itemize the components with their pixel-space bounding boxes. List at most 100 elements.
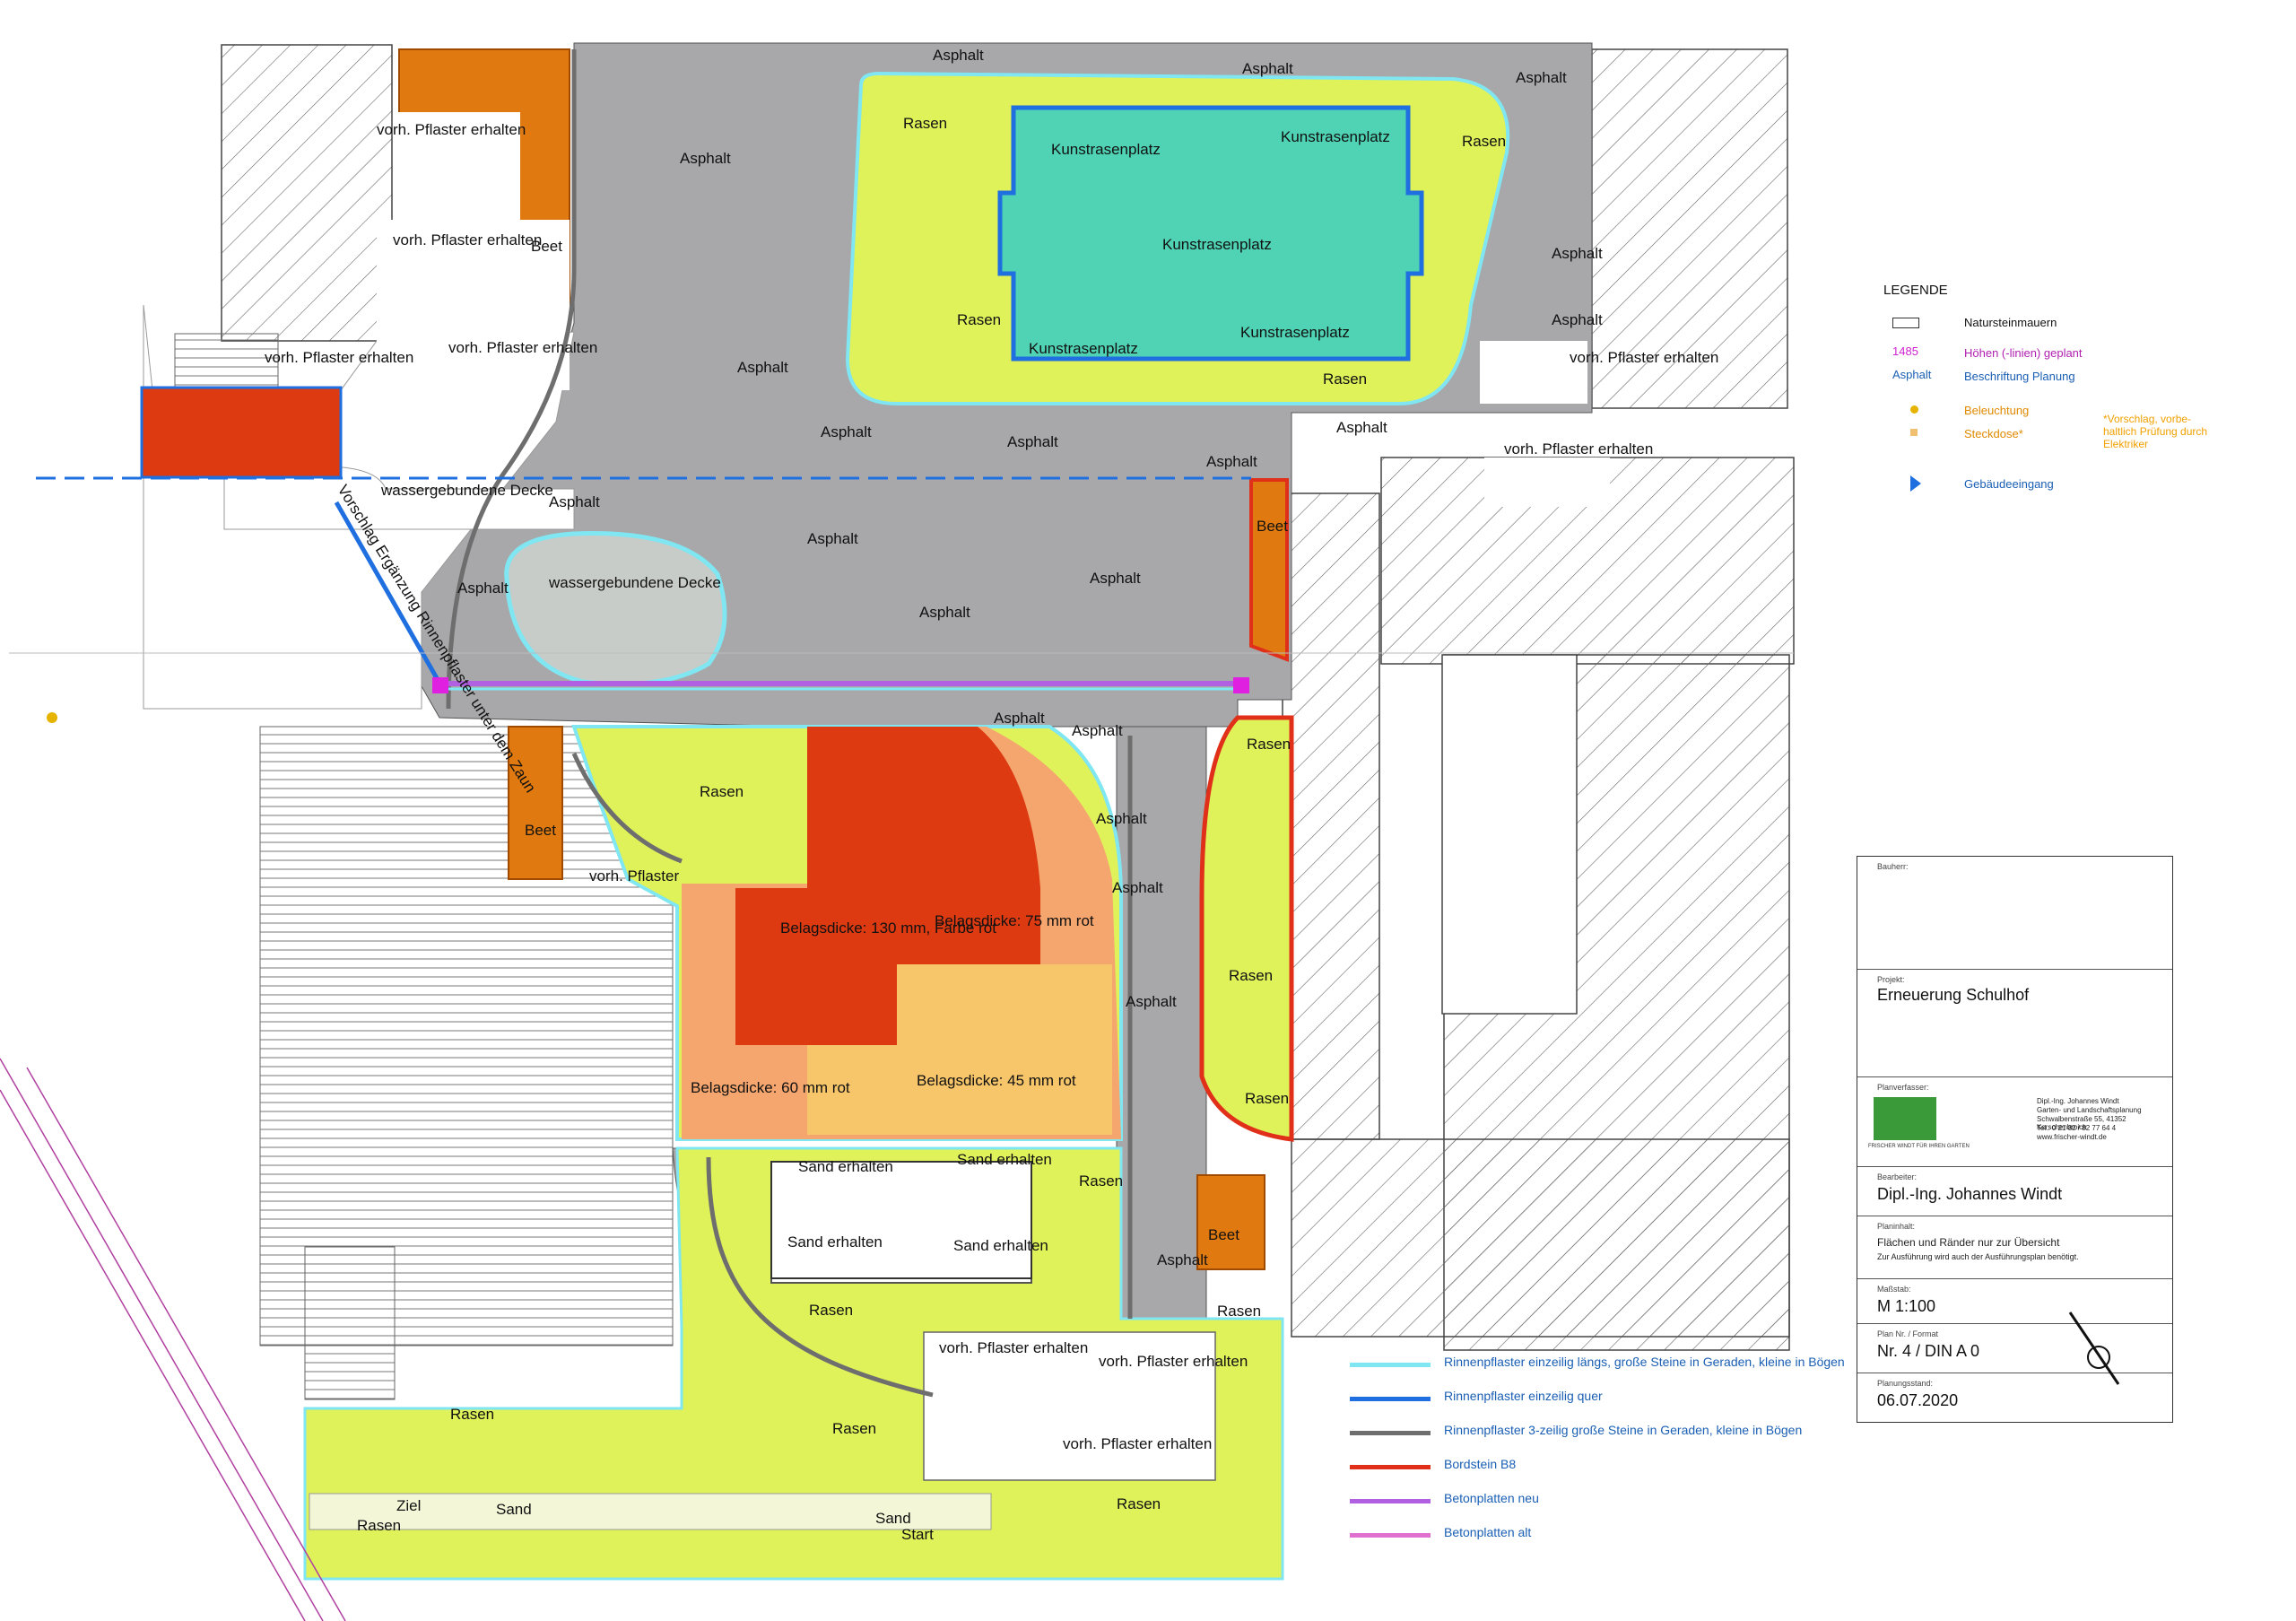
legend-row-label: Asphalt Beschriftung Planung <box>1883 366 2224 389</box>
firm-logo <box>1874 1097 1936 1140</box>
rasen-label: Rasen <box>357 1517 401 1534</box>
rasen-label: Rasen <box>1245 1090 1289 1107</box>
line-legend-row: Rinnenpflaster einzeilig längs, große St… <box>1350 1355 1852 1389</box>
asphalt-label: Asphalt <box>1242 60 1293 77</box>
rasen-label: Rasen <box>1229 967 1273 984</box>
pflaster-label: vorh. Pflaster <box>589 867 679 885</box>
tb-planinhalt: Planinhalt: Flächen und Ränder nur zur Ü… <box>1857 1216 2172 1279</box>
datum-value: 06.07.2020 <box>1877 1391 1959 1409</box>
buildings <box>221 44 1795 1351</box>
legend-height-text: Höhen (-linien) geplant <box>1964 346 2083 360</box>
pflaster-label: vorh. Pflaster erhalten <box>265 349 413 366</box>
massstab-caption: Maßstab: <box>1877 1285 1911 1294</box>
rasen-label: Rasen <box>1079 1172 1123 1190</box>
asphalt-label: Asphalt <box>737 359 788 376</box>
firm-line: Dipl.-Ing. Johannes Windt <box>2037 1097 2119 1105</box>
asphalt-label: Asphalt <box>680 150 731 167</box>
beet-label: Beet <box>1257 518 1288 535</box>
belag-label: Belagsdicke: 75 mm rot <box>935 912 1094 929</box>
planinhalt-line: Flächen und Ränder nur zur Übersicht <box>1877 1236 2060 1249</box>
sand-label: Sand <box>496 1501 532 1518</box>
stairs <box>174 333 674 1400</box>
asphalt-label: Asphalt <box>1072 722 1123 739</box>
asphalt-label: Asphalt <box>1336 419 1387 436</box>
wassergebundene-decke <box>223 466 727 686</box>
asphalt-label: Asphalt <box>1157 1251 1208 1268</box>
rasen-east-oval <box>1199 715 1294 1142</box>
beet-label: Beet <box>1208 1226 1239 1243</box>
rasen-label: Rasen <box>700 783 744 800</box>
legend-socket-text: Steckdose* <box>1964 427 2023 440</box>
line-legend-text: Betonplatten neu <box>1444 1491 1539 1505</box>
entrance-icon <box>1910 475 1921 492</box>
marker-magenta-e <box>1233 677 1249 693</box>
pflaster-label: vorh. Pflaster erhalten <box>393 231 542 248</box>
line-legend-text: Rinnenpflaster einzeilig längs, große St… <box>1444 1355 1845 1369</box>
light-markers <box>47 712 57 723</box>
rasen-label: Rasen <box>450 1406 494 1423</box>
beet-label: Beet <box>531 238 562 255</box>
asphalt-label: Asphalt <box>1206 453 1257 470</box>
plannr-value: Nr. 4 / DIN A 0 <box>1877 1342 1980 1360</box>
pflaster-label: vorh. Pflaster erhalten <box>1570 349 1718 366</box>
planinhalt-caption: Planinhalt: <box>1877 1222 1916 1231</box>
wall-symbol <box>1892 318 1919 328</box>
line-legend-text: Betonplatten alt <box>1444 1525 1532 1539</box>
kunstrasen-pitch <box>997 105 1424 362</box>
sand-area <box>770 1161 1032 1279</box>
legend-row-height: 1485 Höhen (-linien) geplant <box>1883 343 2224 366</box>
legend-wall-text: Natursteinmauern <box>1964 316 2057 329</box>
pflaster-label: vorh. Pflaster erhalten <box>1099 1353 1248 1370</box>
rasen-label: Rasen <box>957 311 1001 328</box>
projekt-value: Erneuerung Schulhof <box>1877 986 2030 1004</box>
north-arrow-icon <box>2068 1312 2120 1385</box>
sand-label: Sand erhalten <box>798 1158 893 1175</box>
beet-label: Beet <box>525 822 556 839</box>
belag-label: Belagsdicke: 130 mm, Farbe rot <box>780 919 996 937</box>
datum-caption: Planungsstand: <box>1877 1379 1934 1388</box>
belag-label: Belagsdicke: 60 mm rot <box>691 1079 850 1096</box>
rasen-label: Rasen <box>809 1302 853 1319</box>
firm-line: Schwalbenstraße 55, 41352 Korschenbroich <box>2037 1115 2126 1131</box>
asphalt-label: Asphalt <box>1096 810 1147 827</box>
asphalt-label: Asphalt <box>994 710 1045 727</box>
tb-datum: Planungsstand: 06.07.2020 <box>1857 1373 2172 1423</box>
kunstrasen-label: Kunstrasenplatz <box>1281 128 1390 145</box>
rasen-label: Rasen <box>1323 370 1367 388</box>
marker-magenta-w <box>432 677 448 693</box>
rasen-label: Rasen <box>1217 1303 1261 1320</box>
asphalt-label: Asphalt <box>1126 993 1177 1010</box>
firm-line: Tel.: 0 21 82 / 82 77 64 4 <box>2037 1124 2117 1132</box>
line-legend-text: Rinnenpflaster einzeilig quer <box>1444 1389 1603 1403</box>
line-legend-text: Bordstein B8 <box>1444 1457 1517 1471</box>
firm-line: www.frischer-windt.de <box>2037 1133 2107 1141</box>
legend: LEGENDE Natursteinmauern 1485 Höhen (-li… <box>1883 283 2224 497</box>
line-legend-text: Rinnenpflaster 3-zeilig große Steine in … <box>1444 1423 1803 1437</box>
railway-lines <box>0 1058 346 1621</box>
sand-label: Sand erhalten <box>957 1151 1052 1168</box>
legend-label-text: Beschriftung Planung <box>1964 370 2075 383</box>
asphalt-label: Asphalt <box>919 604 970 621</box>
line-legend: Rinnenpflaster einzeilig längs, große St… <box>1350 1355 1852 1559</box>
sand-strip <box>309 1493 992 1530</box>
pflaster-label: vorh. Pflaster erhalten <box>1063 1435 1212 1452</box>
massstab-value: M 1:100 <box>1877 1297 1936 1315</box>
kunstrasen-label: Kunstrasenplatz <box>1029 340 1138 357</box>
sand-label: Sand erhalten <box>953 1237 1048 1254</box>
tb-bearbeiter: Bearbeiter: Dipl.-Ing. Johannes Windt <box>1857 1166 2172 1216</box>
asphalt-label: Asphalt <box>821 423 872 440</box>
kunstrasen-label: Kunstrasenplatz <box>1051 141 1161 158</box>
asphalt-label: Asphalt <box>1552 311 1603 328</box>
rinnenpflaster-grey <box>446 49 1133 1398</box>
decke-label: wassergebundene Decke <box>548 574 721 591</box>
sand-label: Sand erhalten <box>787 1233 883 1251</box>
legend-title: LEGENDE <box>1883 283 1948 298</box>
verfasser-caption: Planverfasser: <box>1877 1083 1929 1092</box>
asphalt-label: Asphalt <box>1516 69 1567 86</box>
line-legend-row: Betonplatten alt <box>1350 1525 1852 1559</box>
line-swatch <box>1350 1499 1431 1503</box>
asphalt-label: Asphalt <box>1552 245 1603 262</box>
asphalt-label: Asphalt <box>1007 433 1058 450</box>
rasen-label: Rasen <box>1117 1495 1161 1512</box>
line-legend-row: Rinnenpflaster einzeilig quer <box>1350 1389 1852 1423</box>
